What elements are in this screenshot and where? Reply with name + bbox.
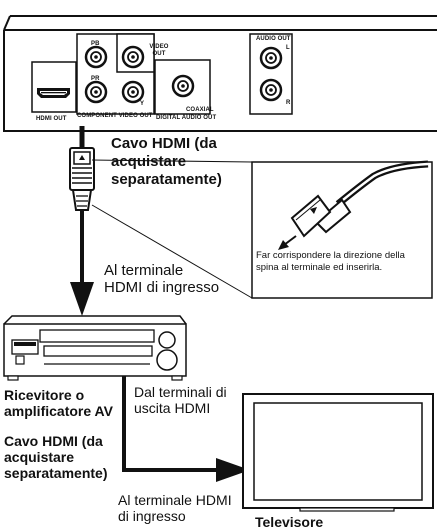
to-hdmi-input-label: Al terminale HDMI di ingresso xyxy=(104,262,220,296)
inset-note: Far corrispondere la direzione della spi… xyxy=(256,250,405,273)
digital-audio-out-label: DIGITAL AUDIO OUT xyxy=(156,115,217,121)
hdmi-port xyxy=(37,88,70,98)
jack-pr-label: PR xyxy=(91,76,100,82)
hdmi-out-box xyxy=(31,61,77,113)
jack-coaxial-icon xyxy=(171,74,195,98)
jack-y-icon xyxy=(121,80,145,104)
jack-audio-r-icon xyxy=(259,78,283,102)
jack-video-icon xyxy=(121,45,145,69)
jack-y-label: Y xyxy=(140,101,145,107)
cable-label-bottom: Cavo HDMI (da acquistare separatamente) xyxy=(4,433,108,481)
jack-pr-icon xyxy=(84,80,108,104)
audio-out-label: AUDIO OUT xyxy=(256,36,291,42)
inset-box xyxy=(251,161,433,299)
av-receiver-icon xyxy=(3,315,187,381)
hdmi-cable-receiver-to-tv xyxy=(122,376,218,472)
component-video-out-label: COMPONENT VIDEO OUT xyxy=(77,113,153,119)
tv-label: Televisore xyxy=(255,514,324,530)
coaxial-label: COAXIAL xyxy=(186,107,214,113)
hdmi-out-label: HDMI OUT xyxy=(36,116,67,122)
audio-r-label: R xyxy=(286,100,291,106)
player-rear-panel xyxy=(3,15,437,132)
jack-pb-icon xyxy=(84,45,108,69)
arrow-right-icon xyxy=(216,458,250,482)
jack-pb-label: PB xyxy=(91,41,100,47)
coaxial-box xyxy=(154,59,211,115)
to-hdmi-input-label: Al terminale HDMI di ingresso xyxy=(118,492,232,524)
receiver-label: Ricevitore o amplificatore AV xyxy=(4,387,113,419)
from-hdmi-output-label: Dal terminali di uscita HDMI xyxy=(134,384,227,416)
tv-icon xyxy=(242,393,434,512)
hdmi-plug-top-icon xyxy=(69,126,95,211)
insert-direction-arrow-icon xyxy=(278,235,297,250)
video-out-label: VIDEO OUT xyxy=(149,44,169,57)
jack-audio-l-icon xyxy=(259,46,283,70)
callout-line xyxy=(91,204,253,299)
cable-label-top: Cavo HDMI (da acquistare separatamente) xyxy=(111,135,222,188)
hdmi-plug-closeup-icon xyxy=(290,160,429,238)
callout-line xyxy=(91,159,253,163)
audio-l-label: L xyxy=(286,45,290,51)
arrow-down-icon xyxy=(70,282,94,316)
